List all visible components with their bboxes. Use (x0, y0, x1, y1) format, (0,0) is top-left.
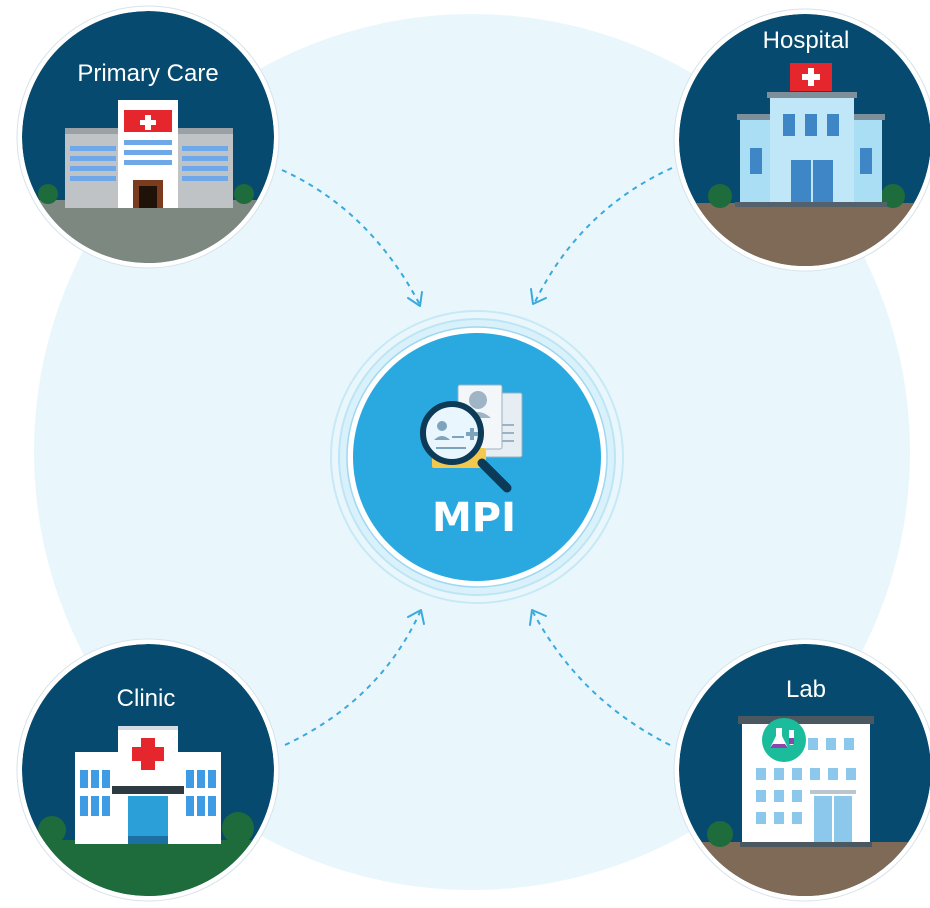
clinic-building-icon (75, 726, 221, 844)
arrowhead-primary-care (407, 291, 423, 307)
node-primary-care: Primary Care (16, 5, 280, 269)
node-hospital: Hospital (673, 8, 930, 272)
arrowhead-lab (529, 609, 547, 626)
primary-care-building-icon (65, 100, 233, 208)
connector-hospital (534, 167, 673, 303)
connector-primary-care (281, 169, 421, 306)
connectors (281, 167, 673, 746)
node-label-hospital: Hospital (763, 27, 850, 54)
patient-records-magnifier-icon (420, 384, 523, 493)
hub-label: MPI (432, 495, 516, 541)
connector-lab (532, 611, 671, 746)
node-label-clinic: Clinic (117, 685, 176, 712)
connector-clinic (284, 611, 421, 746)
hub-outer-ring (330, 310, 624, 604)
node-lab: Lab (673, 638, 930, 902)
node-label-lab: Lab (786, 676, 826, 703)
arrowhead-hospital (530, 288, 547, 305)
arrowhead-clinic (407, 609, 425, 625)
lab-building-icon (738, 716, 874, 847)
mpi-hub: MPI (330, 310, 624, 604)
node-clinic: Clinic (16, 638, 280, 902)
hospital-building-icon (735, 63, 887, 207)
node-label-primary-care: Primary Care (77, 60, 218, 87)
